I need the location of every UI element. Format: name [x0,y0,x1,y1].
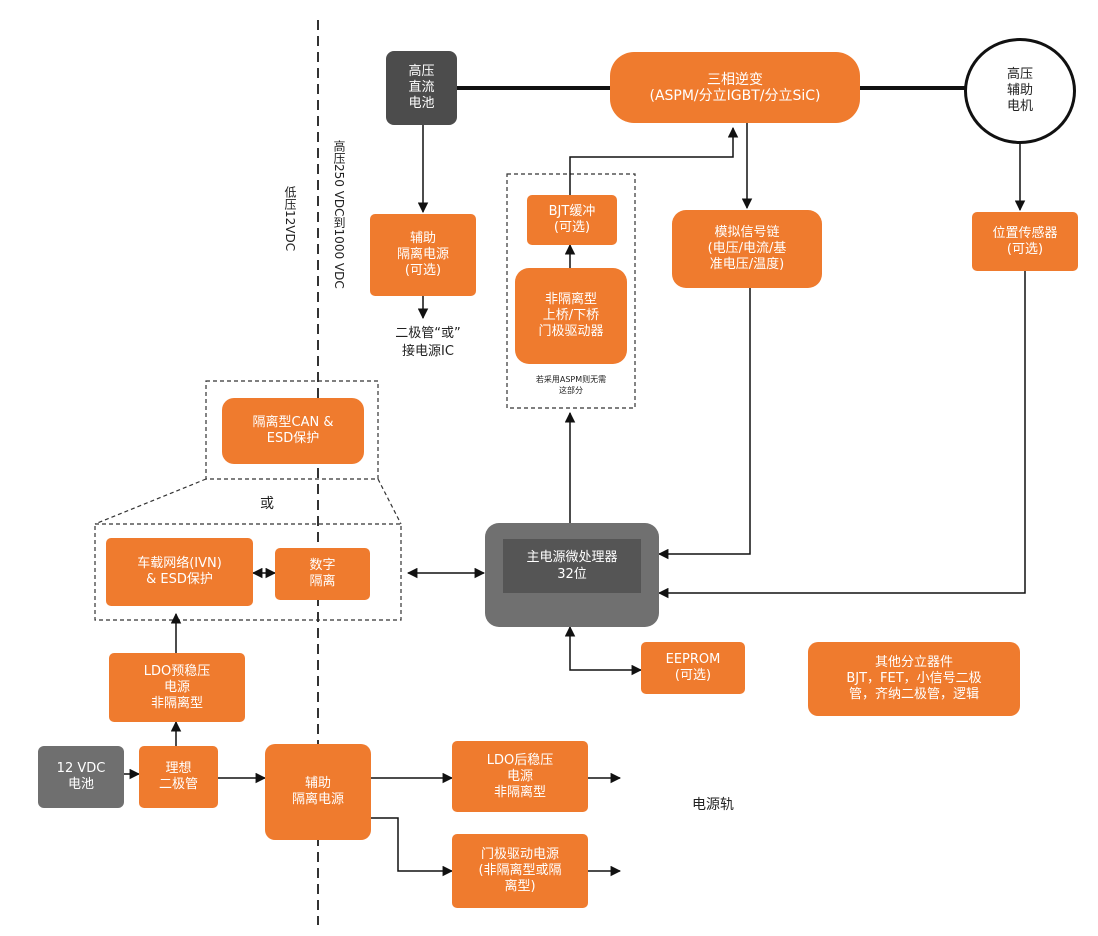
gate-drive-supply-block: 门极驱动电源 (非隔离型或隔 离型) [452,834,588,908]
iso-can-group-box [205,380,379,480]
arrow-mcu-eeprom [564,625,643,676]
aspm-note-label: 若采用ASPM则无需 这部分 [535,375,607,395]
ideal-diode-block: 理想 二极管 [139,746,218,808]
digital-iso-block: 数字 隔离 [275,548,370,600]
high-voltage-label: 高压250 VDC到1000 VDC [332,140,346,289]
zoom-line-right [377,478,402,525]
position-sensor-block: 位置传感器 (可选) [972,212,1078,271]
non-iso-gate-driver-block: 非隔离型 上桥/下桥 门极驱动器 [515,268,627,364]
ldo-post-regulator-block: LDO后稳压 电源 非隔离型 [452,741,588,812]
analog-signal-chain-block: 模拟信号链 (电压/电流/基 准电压/温度) [672,210,822,288]
iso-can-block: 隔离型CAN & ESD保护 [222,398,364,464]
hv-motor-circle: 高压 辅助 电机 [964,38,1076,144]
diode-or-label: 二极管“或” 接电源IC [395,326,461,359]
bjt-buffer-block: BJT缓冲 (可选) [527,195,617,245]
inverter-block: 三相逆变 (ASPM/分立IGBT/分立SiC) [610,52,860,123]
arrow-sensor-to-mcu [657,271,1026,599]
or-label: 或 [260,496,274,512]
ivn-group-box [94,523,402,621]
aux-iso-supply-bottom-block: 辅助 隔离电源 [265,744,371,840]
other-discrete-block: 其他分立器件 BJT，FET，小信号二极 管，齐纳二极管，逻辑 [808,642,1020,716]
power-rail-label: 电源轨 [692,797,734,813]
eeprom-block: EEPROM (可选) [641,642,745,694]
mcu-label: 主电源微处理器 32位 [503,539,641,593]
low-voltage-label: 低压12VDC [283,186,297,252]
arrow-analog-to-mcu [657,288,751,560]
zoom-line-left [94,478,207,525]
battery-12v-block: 12 VDC 电池 [38,746,124,808]
ivn-esd-block: 车载网络(IVN) & ESD保护 [106,538,253,606]
arrow-buffer-to-inverter [569,126,739,195]
gate-driver-group-box [506,173,636,409]
ldo-pre-regulator-block: LDO预稳压 电源 非隔离型 [109,653,245,722]
hv-battery-block: 高压 直流 电池 [386,51,457,125]
mcu-block: 主电源微处理器 32位 [485,523,659,627]
arrow-aux-to-gate-supply [371,817,454,877]
aux-iso-supply-top-block: 辅助 隔离电源 (可选) [370,214,476,296]
